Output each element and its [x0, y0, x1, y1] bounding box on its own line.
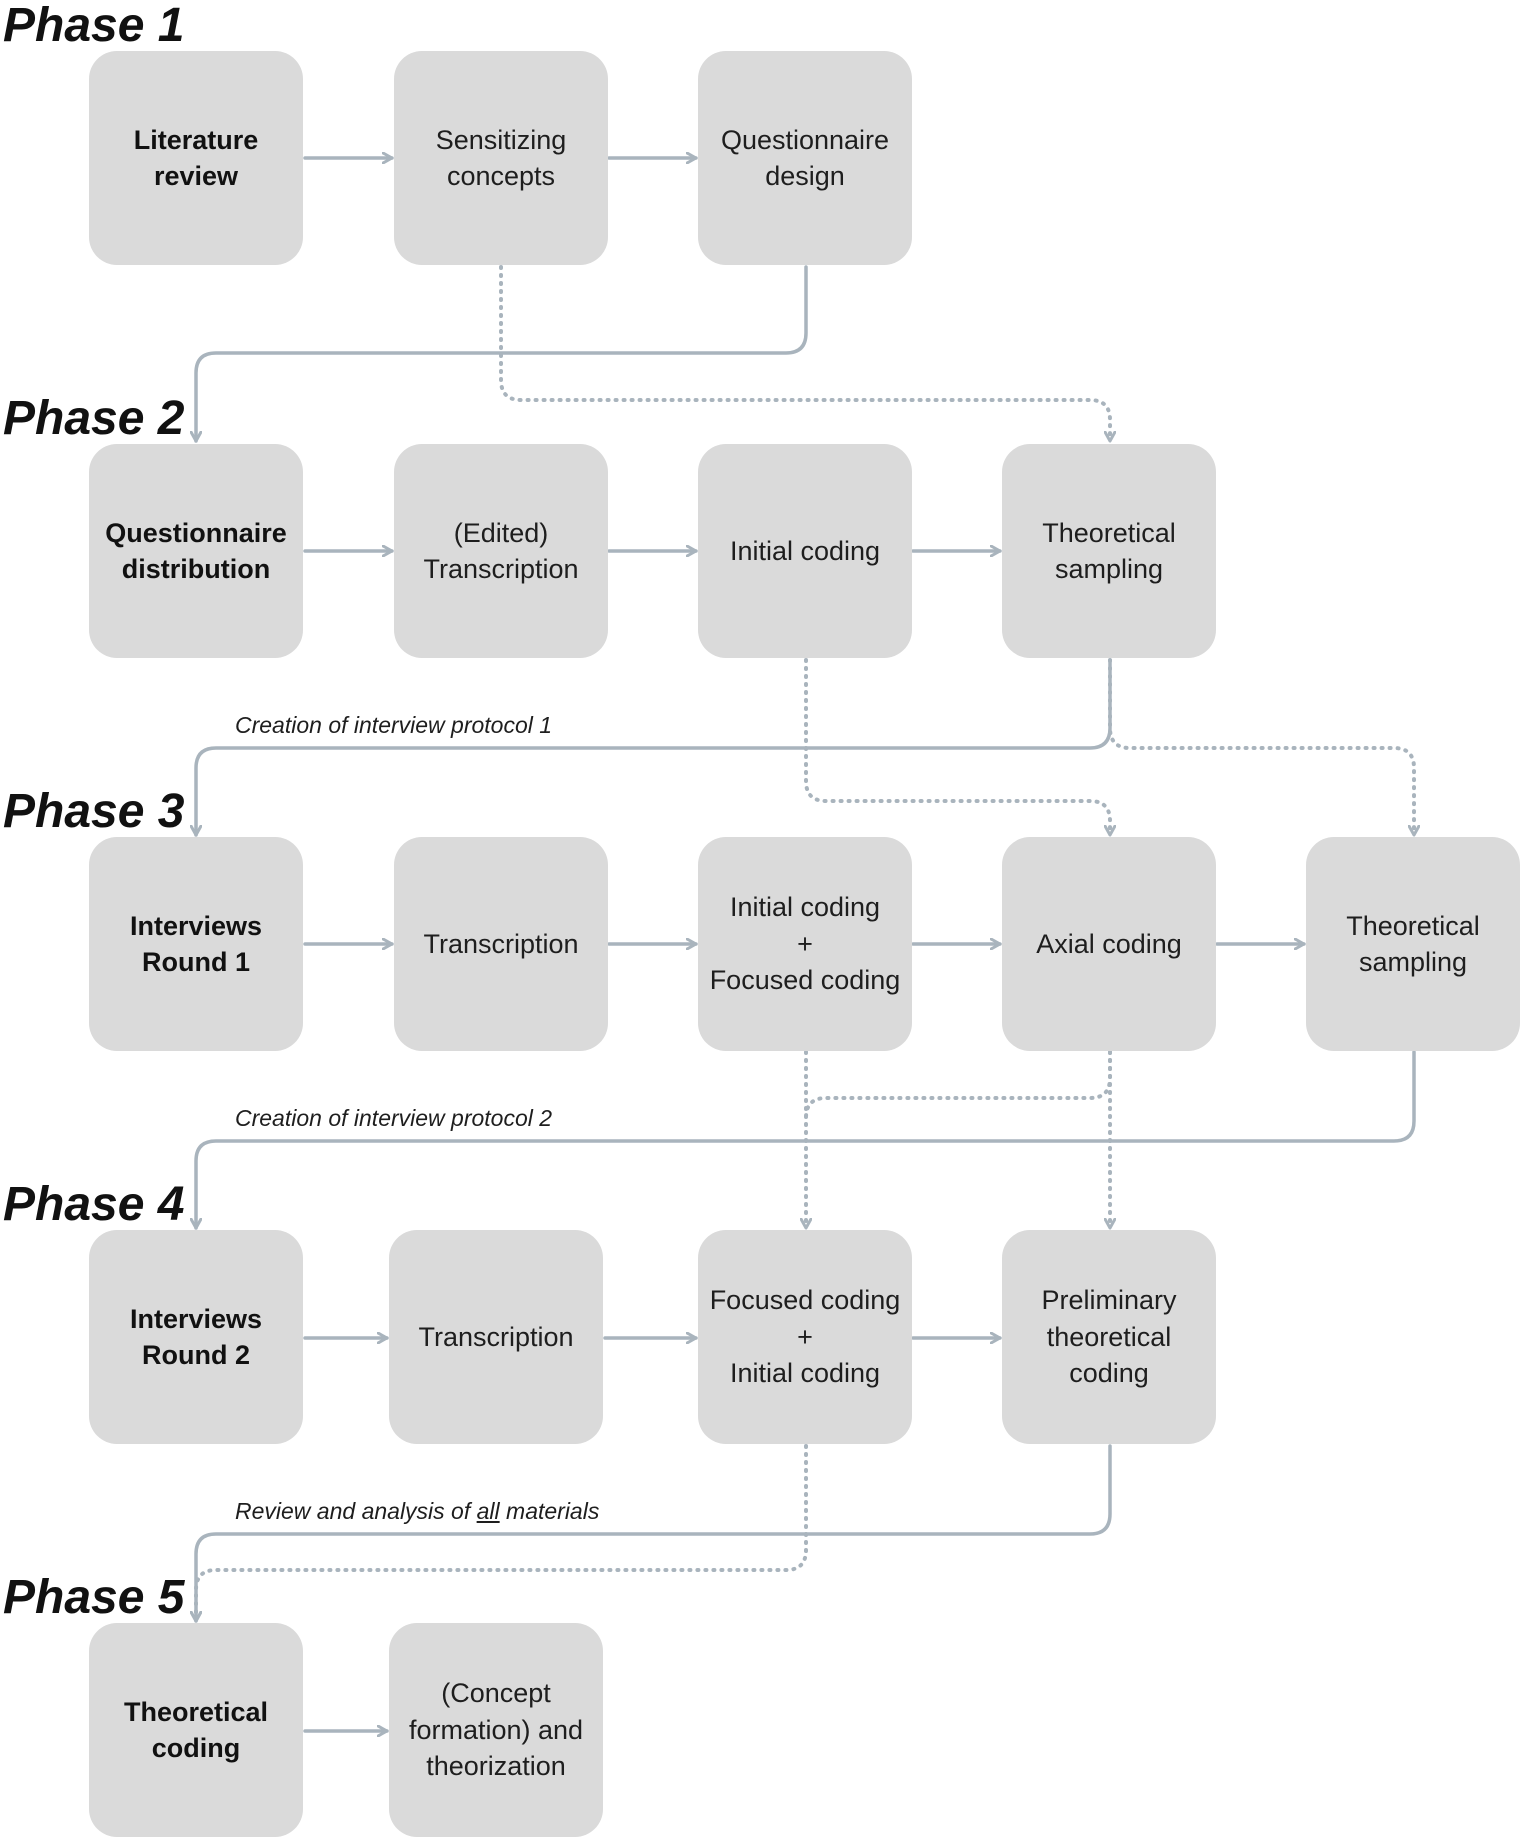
initial-focused-coding-box: Initial coding + Focused coding [698, 837, 912, 1051]
phase-1-title: Phase 1 [3, 0, 185, 52]
phase-5-title: Phase 5 [3, 1571, 185, 1624]
theoretical-coding-box: Theoretical coding [89, 1623, 303, 1837]
initial-focused-coding-label: Initial coding + Focused coding [709, 892, 901, 996]
interviews-round-1-label: Interviews Round 1 [129, 910, 263, 977]
arrow-theoretical-sampling-to-interviews-1 [196, 658, 1112, 837]
protocol-1-label: Creation of interview protocol 1 [235, 712, 553, 738]
dotted-initial-coding-to-axial [804, 658, 1110, 837]
dotted-focused-initial-to-theoretical-coding [196, 1444, 808, 1623]
sensitizing-concepts-box: Sensitizing concepts [394, 51, 608, 265]
review-label-suffix: materials [499, 1498, 600, 1524]
interviews-round-2-box: Interviews Round 2 [89, 1230, 303, 1444]
questionnaire-distribution-label: Questionnaire distribution [105, 517, 287, 584]
axial-coding-label: Axial coding [1036, 928, 1182, 959]
phase-3-title: Phase 3 [3, 785, 185, 838]
sensitizing-concepts-label: Sensitizing concepts [435, 124, 567, 191]
questionnaire-design-box: Questionnaire design [698, 51, 912, 265]
protocol-2-label: Creation of interview protocol 2 [235, 1105, 553, 1131]
initial-coding-label: Initial coding [729, 535, 881, 566]
focused-initial-coding-label: Focused coding + Initial coding [709, 1285, 901, 1389]
transcription-label-phase-3: Transcription [423, 928, 579, 959]
edited-transcription-label: (Edited) Transcription [423, 517, 579, 584]
interviews-round-2-label: Interviews Round 2 [129, 1303, 263, 1370]
focused-initial-coding-box: Focused coding + Initial coding [698, 1230, 912, 1444]
review-label-prefix: Review and analysis of [235, 1498, 477, 1524]
dotted-theoretical-sampling-to-theoretical-sampling [1108, 658, 1414, 837]
questionnaire-distribution-box: Questionnaire distribution [89, 444, 303, 658]
theoretical-sampling-box-phase-2: Theoretical sampling [1002, 444, 1216, 658]
preliminary-theoretical-coding-label: Preliminary theoretical coding [1041, 1285, 1177, 1389]
transcription-box-phase-3: Transcription [394, 837, 608, 1051]
literature-review-box: Literature review [89, 51, 303, 265]
preliminary-theoretical-coding-box: Preliminary theoretical coding [1002, 1230, 1216, 1444]
transcription-box-phase-4: Transcription [389, 1230, 603, 1444]
arrow-preliminary-to-theoretical-coding [196, 1444, 1112, 1623]
interviews-round-1-box: Interviews Round 1 [89, 837, 303, 1051]
theoretical-sampling-label-phase-3: Theoretical sampling [1346, 910, 1480, 977]
questionnaire-design-label: Questionnaire design [720, 124, 890, 191]
review-materials-label: Review and analysis of all materials [235, 1500, 599, 1523]
phase-4-title: Phase 4 [3, 1178, 185, 1231]
literature-review-label: Literature review [133, 124, 259, 191]
theoretical-coding-label: Theoretical coding [123, 1696, 269, 1763]
theoretical-sampling-label-phase-2: Theoretical sampling [1042, 517, 1176, 584]
transcription-label-phase-4: Transcription [418, 1321, 574, 1352]
initial-coding-box: Initial coding [698, 444, 912, 658]
edited-transcription-box: (Edited) Transcription [394, 444, 608, 658]
concept-formation-box: (Concept formation) and theorization [389, 1623, 603, 1837]
review-label-emphasis: all [476, 1498, 500, 1524]
axial-coding-box: Axial coding [1002, 837, 1216, 1051]
dotted-axial-to-focused-initial [804, 1050, 1112, 1120]
theoretical-sampling-box-phase-3: Theoretical sampling [1306, 837, 1520, 1051]
phase-2-title: Phase 2 [3, 392, 185, 445]
concept-formation-label: (Concept formation) and theorization [408, 1678, 584, 1782]
dotted-sensitizing-to-theoretical-sampling [499, 265, 1110, 443]
